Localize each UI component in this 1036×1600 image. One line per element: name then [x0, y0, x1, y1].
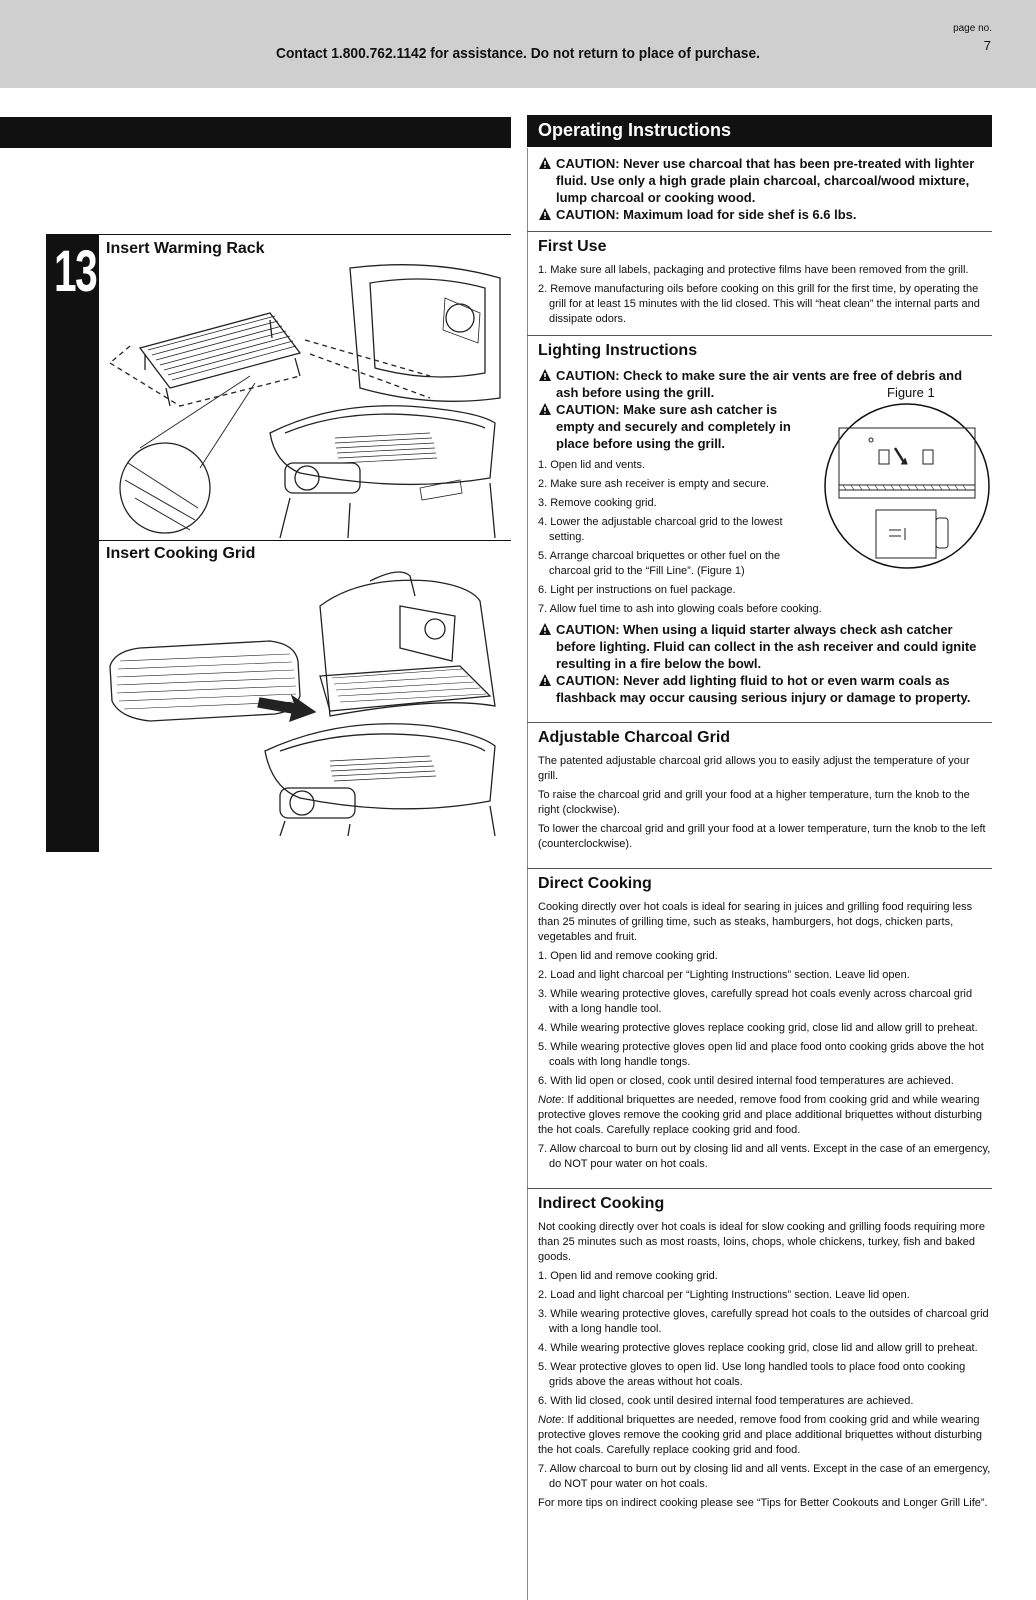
- step-title-warming-rack: Insert Warming Rack: [106, 240, 265, 257]
- warning-icon: [539, 623, 551, 635]
- list-item: 2. Remove manufacturing oils before cook…: [538, 283, 980, 325]
- note-label: Note: [538, 1094, 562, 1106]
- section-title: Adjustable Charcoal Grid: [538, 729, 731, 746]
- operating-instructions: Operating Instructions CAUTION: Never us…: [527, 115, 992, 1515]
- list-item: 3. Remove cooking grid.: [538, 497, 657, 509]
- list-item: 4. Lower the adjustable charcoal grid to…: [538, 516, 783, 543]
- column-divider: [527, 148, 528, 1600]
- caution-text: CAUTION: Never add lighting fluid to hot…: [556, 673, 971, 705]
- paragraph: The patented adjustable charcoal grid al…: [538, 755, 970, 782]
- note-label: Note: [538, 1414, 562, 1426]
- section-title: Indirect Cooking: [538, 1195, 665, 1212]
- list-item: 7. Allow charcoal to burn out by closing…: [538, 1143, 991, 1170]
- caution-flashback: CAUTION: Never add lighting fluid to hot…: [527, 672, 992, 706]
- first-use-section: First Use 1. Make sure all labels, packa…: [527, 231, 992, 327]
- list-item: 5. Wear protective gloves to open lid. U…: [538, 1361, 966, 1388]
- paragraph: Cooking directly over hot coals is ideal…: [538, 901, 973, 943]
- warning-icon: [539, 208, 551, 220]
- caution-charcoal: CAUTION: Never use charcoal that has bee…: [527, 155, 992, 206]
- warming-rack-illustration: [109, 264, 501, 538]
- list-item: 2. Make sure ash receiver is empty and s…: [538, 478, 770, 490]
- list-item: 6. With lid open or closed, cook until d…: [538, 1075, 954, 1087]
- list-item: 7. Allow fuel time to ash into glowing c…: [538, 603, 822, 615]
- paragraph: Not cooking directly over hot coals is i…: [538, 1221, 985, 1263]
- cooking-grid-illustration: [109, 571, 496, 836]
- page-number-label: page no.: [953, 23, 992, 34]
- caution-text: CAUTION: Check to make sure the air vent…: [556, 368, 963, 400]
- operating-instructions-title: Operating Instructions: [527, 115, 992, 147]
- step-number: 13: [53, 239, 98, 304]
- list-item: 1. Open lid and vents.: [538, 459, 646, 471]
- list-item: 4. While wearing protective gloves repla…: [538, 1022, 978, 1034]
- contact-line: Contact 1.800.762.1142 for assistance. D…: [276, 45, 760, 62]
- list-item: 2. Load and light charcoal per “Lighting…: [538, 969, 910, 981]
- figure-1-illustration: [824, 403, 990, 569]
- caution-text: CAUTION: Never use charcoal that has bee…: [556, 156, 975, 205]
- page-number: 7: [983, 38, 991, 53]
- list-item: 6. With lid closed, cook until desired i…: [538, 1395, 914, 1407]
- warning-icon: [539, 369, 551, 381]
- list-item: 4. While wearing protective gloves repla…: [538, 1342, 978, 1354]
- paragraph: To lower the charcoal grid and grill you…: [538, 823, 986, 850]
- caution-text: CAUTION: When using a liquid starter alw…: [556, 622, 977, 671]
- caution-text: CAUTION: Maximum load for side shef is 6…: [556, 207, 857, 222]
- section-title: First Use: [538, 238, 607, 255]
- adjustable-grid-section: Adjustable Charcoal Grid The patented ad…: [527, 722, 992, 852]
- caution-ash-catcher: CAUTION: Make sure ash catcher is empty …: [527, 401, 791, 452]
- header-bar: [0, 0, 1036, 88]
- step-top-rule: [99, 234, 511, 235]
- list-item: 1. Make sure all labels, packaging and p…: [538, 264, 969, 276]
- list-item: 1. Open lid and remove cooking grid.: [538, 950, 718, 962]
- list-item: 3. While wearing protective gloves, care…: [538, 1308, 989, 1335]
- left-header-bar: [0, 117, 511, 148]
- list-item: 1. Open lid and remove cooking grid.: [538, 1270, 718, 1282]
- direct-cooking-section: Direct Cooking Cooking directly over hot…: [527, 868, 992, 1172]
- list-item: 3. While wearing protective gloves, care…: [538, 988, 973, 1015]
- list-item: 6. Light per instructions on fuel packag…: [538, 584, 736, 596]
- step-title-cooking-grid: Insert Cooking Grid: [106, 545, 256, 562]
- note-text: : If additional briquettes are needed, r…: [538, 1094, 982, 1136]
- caution-side-shelf: CAUTION: Maximum load for side shef is 6…: [527, 206, 992, 223]
- warning-icon: [539, 403, 551, 415]
- warning-icon: [539, 157, 551, 169]
- note: Note: If additional briquettes are neede…: [538, 1093, 992, 1138]
- section-title: Direct Cooking: [538, 875, 652, 892]
- list-item: 2. Load and light charcoal per “Lighting…: [538, 1289, 910, 1301]
- note-text: : If additional briquettes are needed, r…: [538, 1414, 982, 1456]
- list-item: 5. While wearing protective gloves open …: [538, 1041, 984, 1068]
- figure-1-label: Figure 1: [887, 385, 935, 400]
- note: Note: If additional briquettes are neede…: [538, 1413, 992, 1458]
- list-item: 5. Arrange charcoal briquettes or other …: [538, 550, 781, 577]
- indirect-cooking-section: Indirect Cooking Not cooking directly ov…: [527, 1188, 992, 1511]
- warning-icon: [539, 674, 551, 686]
- caution-air-vents: CAUTION: Check to make sure the air vent…: [527, 367, 986, 401]
- caution-liquid-starter: CAUTION: When using a liquid starter alw…: [527, 621, 992, 672]
- step-number-bar: [46, 234, 99, 852]
- section-title: Lighting Instructions: [538, 342, 698, 359]
- lighting-section: Lighting Instructions CAUTION: Check to …: [527, 335, 992, 706]
- step-mid-rule: [99, 540, 511, 541]
- list-item: 7. Allow charcoal to burn out by closing…: [538, 1463, 991, 1490]
- caution-text: CAUTION: Make sure ash catcher is empty …: [556, 402, 791, 451]
- paragraph: To raise the charcoal grid and grill you…: [538, 789, 970, 816]
- footer-tip: For more tips on indirect cooking please…: [538, 1497, 988, 1509]
